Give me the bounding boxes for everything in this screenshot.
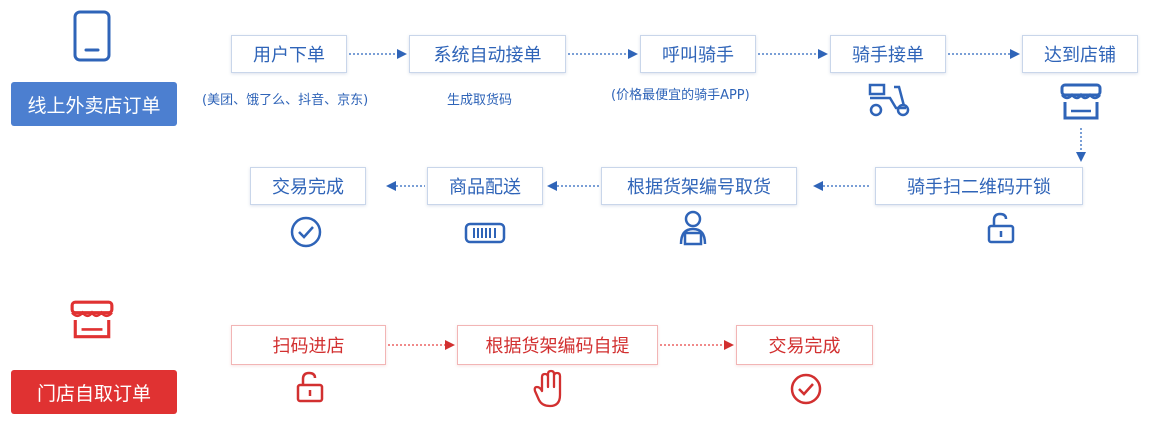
arrow-connector bbox=[349, 49, 407, 59]
arrow-connector bbox=[813, 181, 871, 191]
arrow-connector bbox=[388, 340, 455, 350]
step-trade-complete: 交易完成 bbox=[250, 167, 366, 205]
note-platforms: (美团、饿了么、抖音、京东) bbox=[202, 93, 369, 108]
phone-icon bbox=[73, 10, 111, 62]
step-auto-accept: 系统自动接单 bbox=[409, 35, 566, 73]
online-order-badge: 线上外卖店订单 bbox=[11, 82, 177, 126]
arrow-connector bbox=[547, 181, 599, 191]
unlock-icon bbox=[987, 212, 1015, 244]
step-scan-enter: 扫码进店 bbox=[231, 325, 386, 365]
note-pickup-code: 生成取货码 bbox=[447, 93, 513, 108]
step-self-pickup: 根据货架编码自提 bbox=[457, 325, 658, 365]
unlock-icon bbox=[296, 371, 324, 403]
step-arrive-store: 达到店铺 bbox=[1022, 35, 1138, 73]
note-cheapest-rider: (价格最便宜的骑手APP) bbox=[611, 88, 750, 103]
barcode-icon bbox=[464, 222, 506, 244]
step-call-rider: 呼叫骑手 bbox=[640, 35, 756, 73]
arrow-connector bbox=[386, 181, 425, 191]
shop-icon bbox=[1060, 83, 1102, 120]
check-circle-icon bbox=[790, 373, 822, 405]
delivery-person-icon bbox=[679, 210, 707, 246]
step-pick-by-shelf: 根据货架编号取货 bbox=[601, 167, 797, 205]
step-user-order: 用户下单 bbox=[231, 35, 347, 73]
arrow-connector-down bbox=[1076, 128, 1086, 162]
step-rider-accept: 骑手接单 bbox=[830, 35, 946, 73]
self-pickup-badge: 门店自取订单 bbox=[11, 370, 177, 414]
arrow-connector bbox=[568, 49, 638, 59]
arrow-connector bbox=[948, 49, 1020, 59]
check-circle-icon bbox=[290, 216, 322, 248]
shop-icon bbox=[70, 300, 114, 339]
step-trade-complete-offline: 交易完成 bbox=[736, 325, 873, 365]
scooter-icon bbox=[868, 83, 910, 117]
arrow-connector bbox=[758, 49, 828, 59]
step-scan-unlock: 骑手扫二维码开锁 bbox=[875, 167, 1083, 205]
step-delivery: 商品配送 bbox=[427, 167, 543, 205]
arrow-connector bbox=[660, 340, 734, 350]
hand-icon bbox=[533, 369, 562, 408]
